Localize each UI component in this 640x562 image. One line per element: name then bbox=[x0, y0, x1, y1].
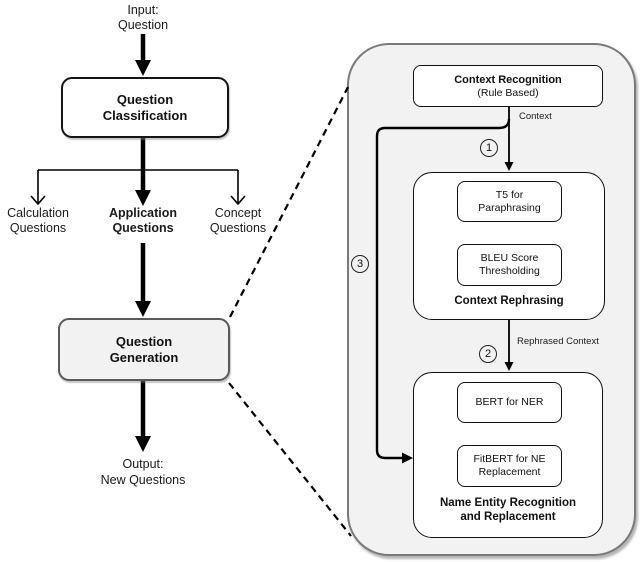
dashed-callout-top bbox=[229, 86, 349, 318]
arrowhead-concept bbox=[230, 195, 246, 206]
step-2-badge: 2 bbox=[479, 345, 497, 363]
question-generation-node: Question Generation bbox=[58, 318, 230, 381]
context-edge-label: Context bbox=[519, 111, 552, 122]
context-recognition-title: Context Recognition bbox=[454, 73, 562, 86]
branch-label-application: Application Questions bbox=[108, 206, 178, 235]
context-rephrasing-label: Context Rephrasing bbox=[454, 295, 564, 307]
context-recognition-node: Context Recognition (Rule Based) bbox=[413, 65, 603, 107]
branch-label-concept: Concept Questions bbox=[209, 206, 267, 235]
step-3-badge: 3 bbox=[351, 255, 369, 273]
input-label: Input: Question bbox=[117, 3, 169, 32]
bleu-thresholding-node: BLEU Score Thresholding bbox=[457, 244, 562, 286]
ner-label: Name Entity Recognition and Replacement bbox=[439, 497, 577, 523]
bert-ner-node: BERT for NER bbox=[457, 382, 562, 423]
t5-paraphrasing-node: T5 for Paraphrasing bbox=[457, 181, 562, 222]
dashed-callout-bottom bbox=[228, 382, 352, 537]
step-1-badge: 1 bbox=[480, 139, 498, 157]
branch-label-calculation: Calculation Questions bbox=[7, 206, 69, 235]
rephrased-context-edge-label: Rephrased Context bbox=[517, 336, 599, 347]
question-classification-node: Question Classification bbox=[61, 77, 229, 138]
output-label: Output: New Questions bbox=[100, 457, 186, 487]
arrowhead-calculation bbox=[30, 195, 46, 206]
context-recognition-subtitle: (Rule Based) bbox=[477, 86, 539, 99]
fitbert-replacement-node: FitBERT for NE Replacement bbox=[457, 445, 562, 487]
